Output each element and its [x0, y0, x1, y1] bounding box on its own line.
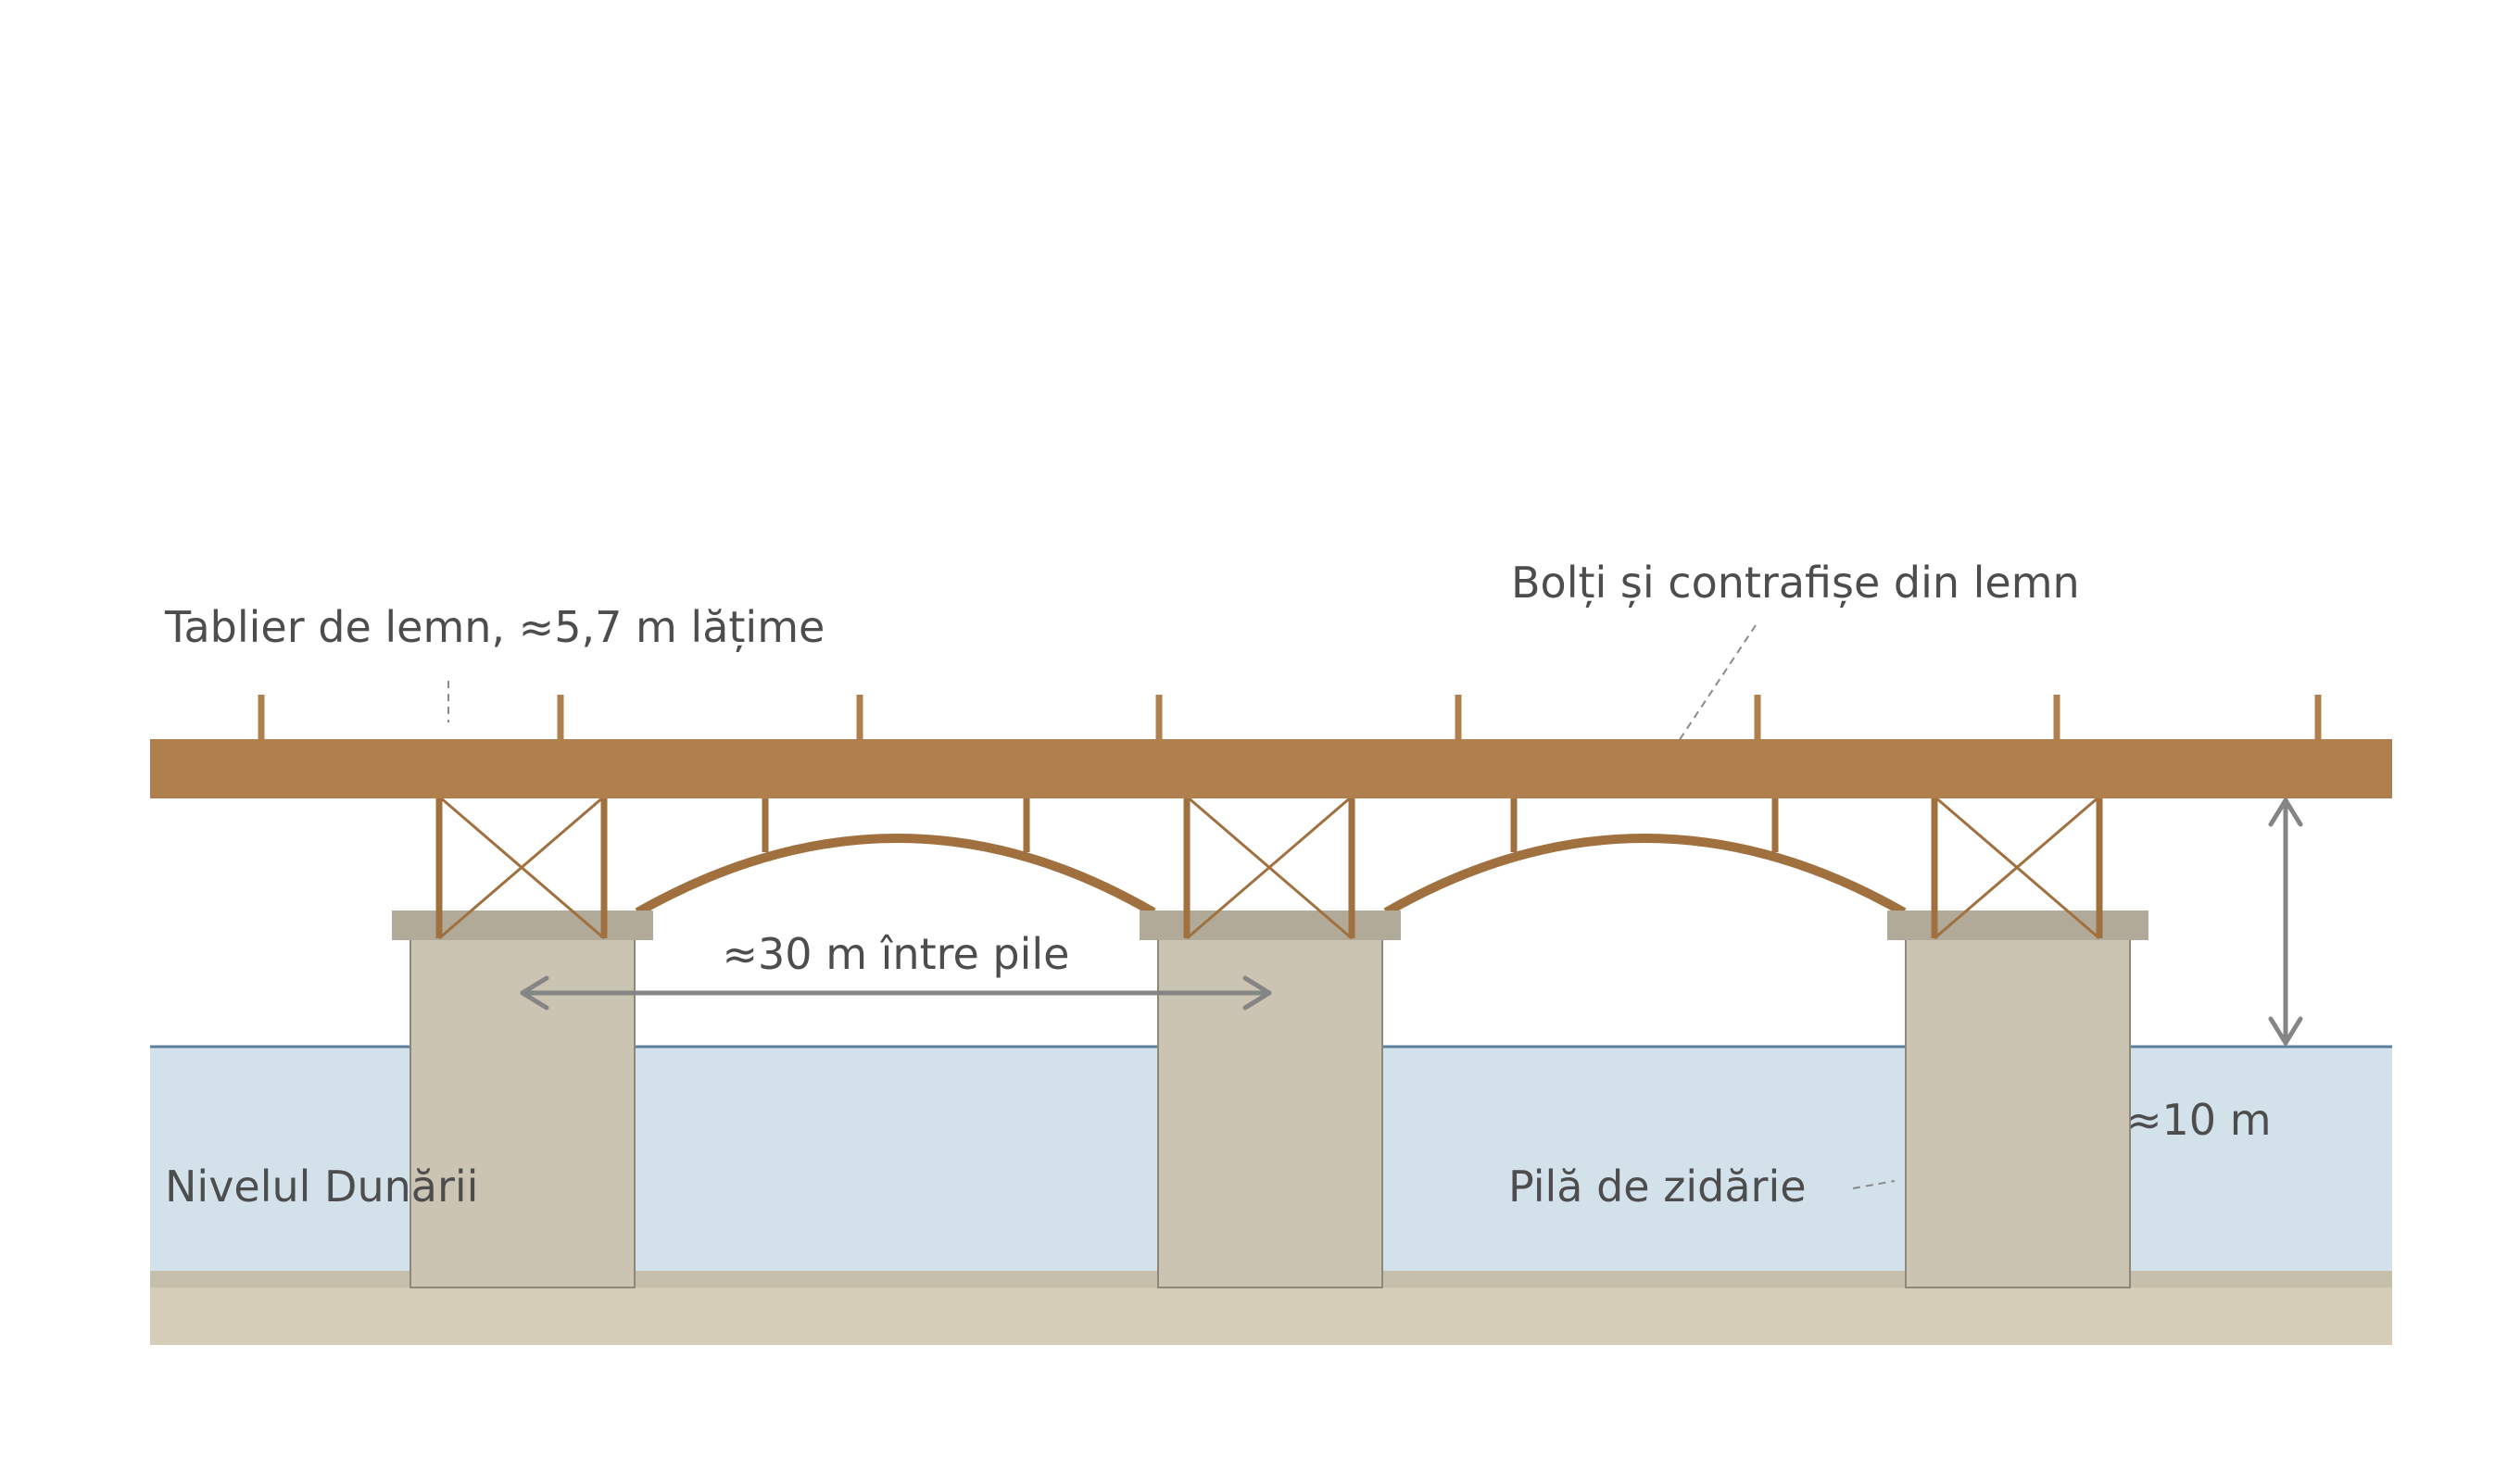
pier-3 — [1905, 935, 2131, 1288]
trestle-3 — [1931, 795, 2103, 940]
pier-label: Pilă de zidărie — [1508, 1162, 1807, 1212]
arch-struts — [762, 797, 1779, 852]
span-label: ≈30 m între pile — [723, 929, 1070, 979]
pier-leader — [1852, 1180, 1896, 1189]
pier-cap-3 — [1887, 911, 2148, 940]
height-label: ≈10 m — [2126, 1095, 2272, 1145]
river-label: Nivelul Dunării — [165, 1162, 478, 1212]
height-arrow — [2268, 798, 2303, 1046]
pier-1 — [410, 935, 636, 1288]
trestle-1 — [435, 795, 608, 940]
pier-cap-1 — [392, 911, 653, 940]
pier-2 — [1157, 935, 1383, 1288]
arches-label: Bolți și contrafișe din lemn — [1511, 558, 2080, 609]
arch-right — [1383, 834, 1907, 917]
riverbed — [150, 1287, 2392, 1345]
span-arrow — [520, 975, 1272, 1011]
arch-left — [635, 834, 1156, 917]
timber-deck — [150, 739, 2392, 798]
deck-label: Tablier de lemn, ≈5,7 m lățime — [164, 602, 825, 653]
trestle-2 — [1183, 795, 1355, 940]
railing-posts — [258, 695, 2322, 741]
pier-cap-2 — [1140, 911, 1401, 940]
arches-leader — [1678, 624, 1757, 742]
